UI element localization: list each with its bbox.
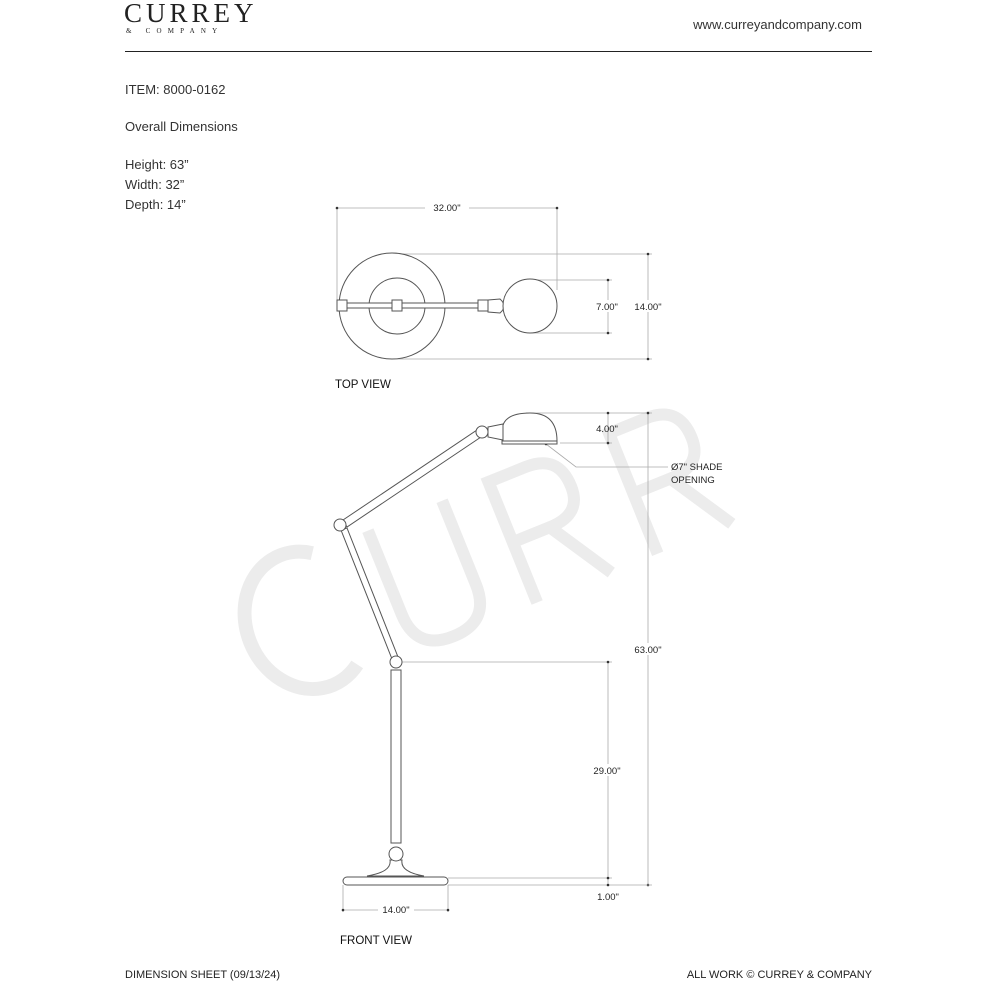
watermark-letter-r (480, 457, 615, 605)
watermark-letter-c (237, 544, 364, 697)
footer-right: ALL WORK © CURREY & COMPANY (686, 969, 872, 981)
watermark-letter-r2 (601, 408, 736, 557)
shade-height-label: 4.00" (596, 424, 618, 435)
top-view-title: TOP VIEW (335, 379, 391, 391)
section-title: Overall Dimensions (125, 119, 238, 134)
base-height-label: 1.00" (597, 892, 619, 903)
lamp-base (342, 876, 449, 886)
lamp-shade (501, 412, 558, 444)
header-divider (125, 51, 872, 52)
depth-spec: Depth: 14” (125, 197, 186, 212)
front-view: 4.00" Ø7" SHADE OPENING 63.00" 29.00" 1.… (333, 411, 722, 947)
elbow-joint (333, 518, 347, 532)
website-link[interactable]: www.curreyandcompany.com (693, 17, 862, 32)
lamp-pole (390, 669, 402, 844)
top-shade-diameter-label: 7.00" (596, 302, 618, 313)
item-number: ITEM: 8000-0162 (125, 82, 226, 97)
top-depth-label: 14.00" (634, 302, 661, 313)
upper-joint (475, 425, 489, 439)
logo: CURREY (124, 0, 258, 28)
pole-height-label: 29.00" (593, 766, 620, 777)
base-width-label: 14.00" (382, 905, 409, 916)
shade-note-line2: OPENING (671, 475, 715, 486)
shade-note-line1: Ø7" SHADE (671, 462, 722, 473)
top-width-label: 32.00" (433, 203, 460, 214)
width-spec: Width: 32” (125, 177, 185, 192)
front-view-title: FRONT VIEW (340, 935, 412, 947)
top-view: 32.00" 7.00" 14.00" TOP VIEW (335, 202, 666, 391)
height-spec: Height: 63” (125, 157, 189, 172)
watermark (237, 408, 736, 697)
lower-joint (389, 655, 403, 669)
logo-subtitle: & COMPANY (126, 27, 224, 35)
shade-outline (502, 278, 558, 334)
watermark-letter-u (362, 498, 486, 647)
overall-height-label: 63.00" (634, 645, 661, 656)
footer-left: DIMENSION SHEET (09/13/24) (125, 969, 281, 981)
